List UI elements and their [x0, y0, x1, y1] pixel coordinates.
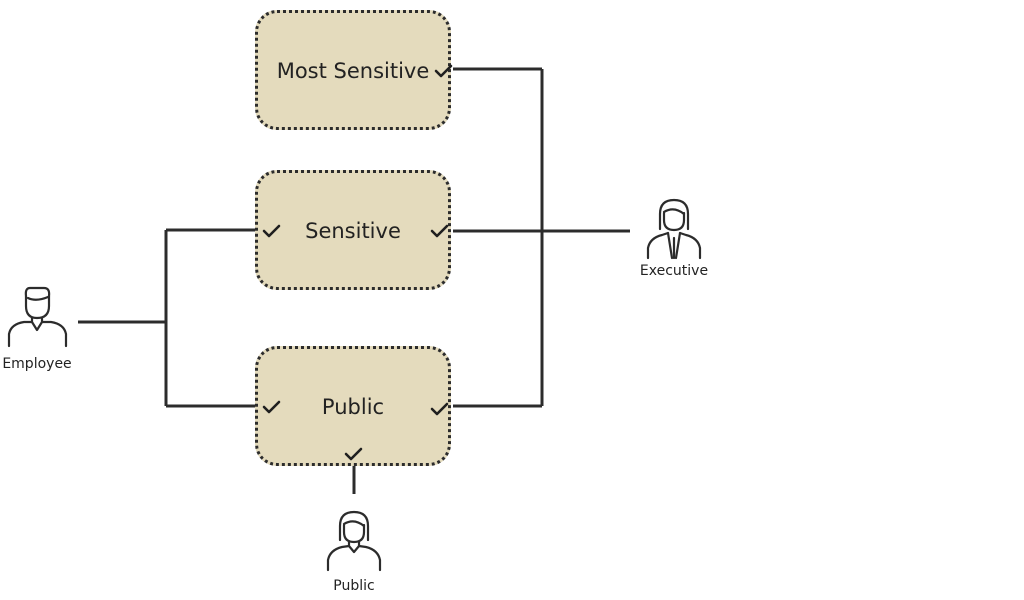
- sensitive-box: Sensitive: [255, 170, 451, 290]
- female-user-icon: [326, 510, 382, 572]
- sensitive-label: Sensitive: [305, 219, 401, 243]
- public-tier-label: Public: [321, 395, 385, 419]
- most-sensitive-box: Most Sensitive: [255, 10, 451, 130]
- checkmark-icon: [434, 64, 453, 78]
- checkmark-icon: [430, 224, 449, 238]
- executive-label: Executive: [639, 263, 709, 279]
- female-user-icon: [646, 198, 702, 260]
- public-user-label: Public: [333, 578, 375, 594]
- public-box: Public: [255, 346, 451, 466]
- checkmark-icon: [262, 400, 281, 414]
- checkmark-icon: [430, 402, 449, 416]
- employee-connectors: [78, 228, 255, 408]
- employee-label: Employee: [2, 356, 72, 372]
- male-user-icon: [7, 286, 68, 348]
- checkmark-icon: [262, 224, 281, 238]
- executive-connectors: [453, 67, 630, 408]
- checkmark-icon: [344, 447, 363, 461]
- most-sensitive-label: Most Sensitive: [276, 59, 430, 83]
